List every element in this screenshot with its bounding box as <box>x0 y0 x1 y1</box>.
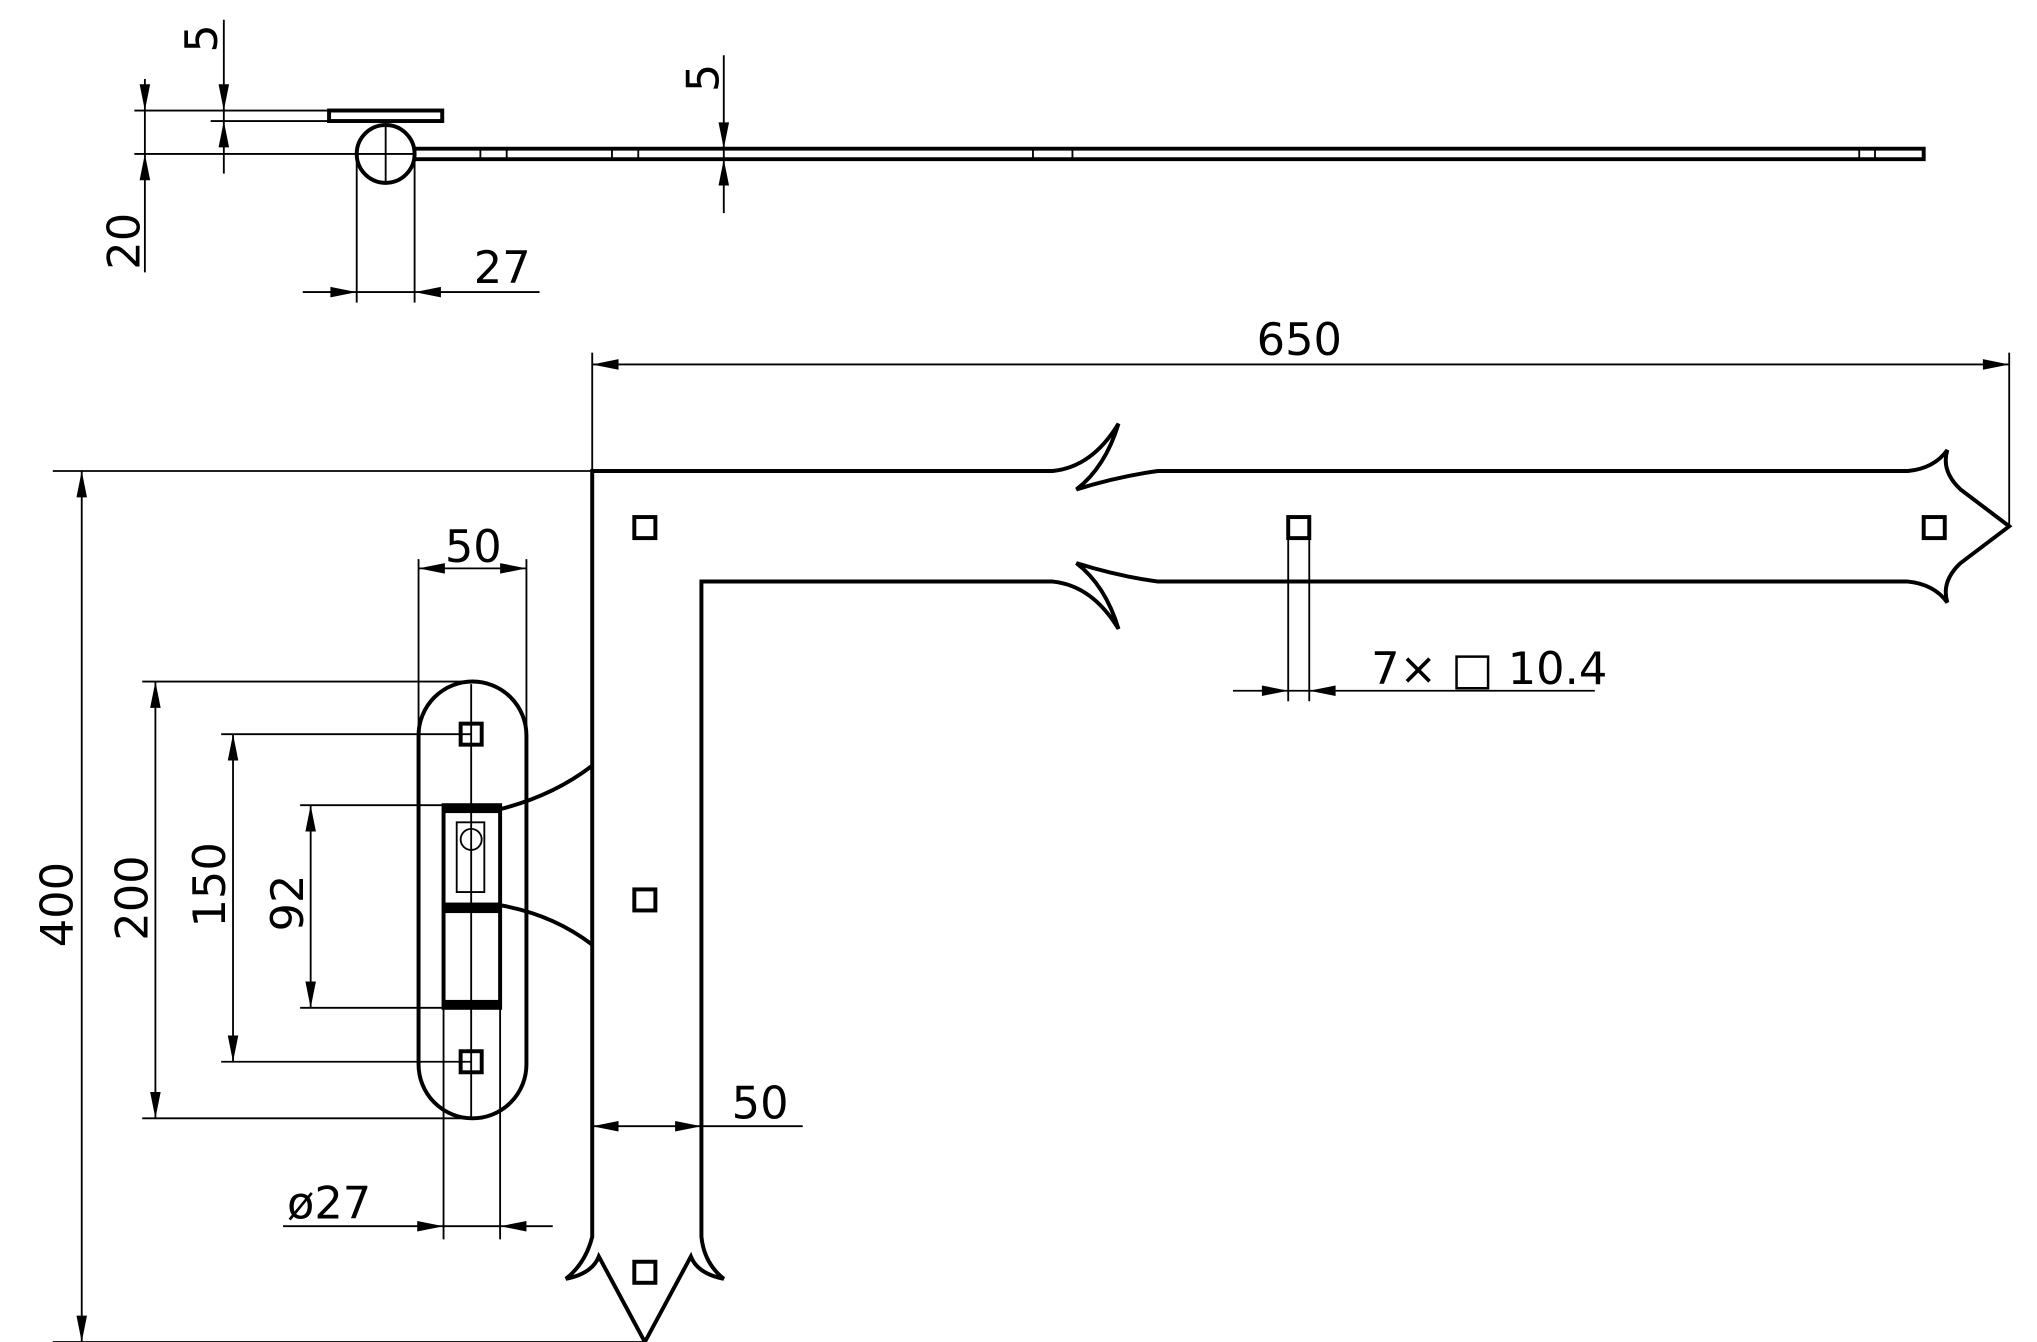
dim-plate-thickness: 5 <box>175 24 228 52</box>
dim-pin-width: 27 <box>474 241 531 294</box>
strap-side <box>414 146 1926 162</box>
hinge-knuckle <box>499 764 594 947</box>
dim-pin-offset: 20 <box>98 213 151 270</box>
strap-outline <box>564 422 2013 1342</box>
hole-square <box>632 887 658 913</box>
dim-plate-height: 200 <box>106 855 159 940</box>
plate-outline <box>416 679 529 1121</box>
dim-strap-length: 650 <box>1257 313 1342 366</box>
pintle-plate <box>416 679 529 1121</box>
dim-strap-width: 50 <box>732 1076 789 1129</box>
hole-square <box>1286 515 1312 541</box>
top-view: 5 5 20 27 <box>98 19 1926 303</box>
strap-hinge <box>499 422 2013 1342</box>
hole-square <box>1921 515 1947 541</box>
dim-pin-length: 92 <box>261 875 314 932</box>
dim-overall-height: 400 <box>31 862 84 947</box>
dim-pin-diameter: ø27 <box>287 1176 371 1229</box>
dim-plate-width: 50 <box>445 520 502 573</box>
dim-strap-thickness: 5 <box>677 64 730 92</box>
hole-square <box>632 1259 658 1285</box>
dim-hole-spacing: 150 <box>183 842 236 927</box>
dim-holes: 7× □ 10.4 <box>1371 642 1607 695</box>
pintle-plate-side <box>327 108 445 124</box>
hole-square <box>632 515 658 541</box>
